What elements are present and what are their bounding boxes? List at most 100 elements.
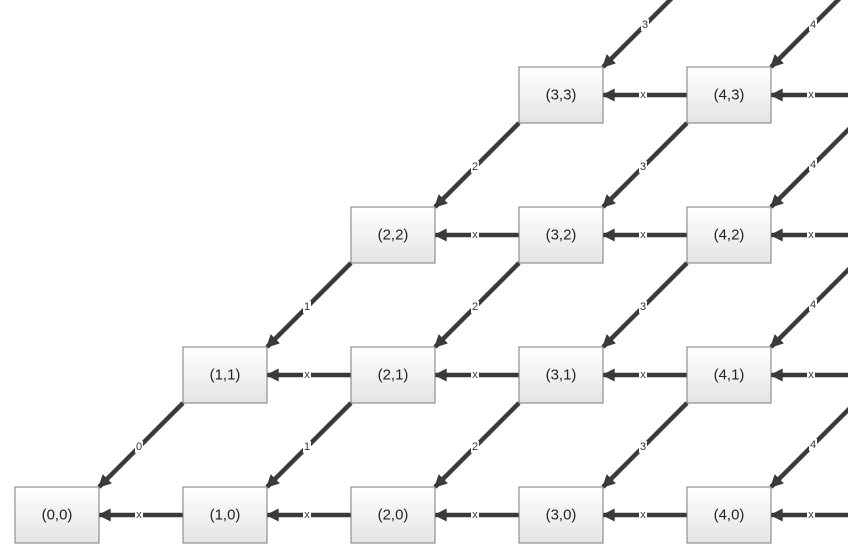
edge-diagonal: 1 bbox=[265, 261, 353, 349]
edge-label: 1 bbox=[304, 441, 310, 453]
edge-label: x bbox=[640, 89, 646, 101]
edge-label-background bbox=[809, 439, 817, 451]
node-label: (3,3) bbox=[546, 87, 577, 104]
edge-label: 4 bbox=[810, 439, 816, 451]
edge-horizontal: x bbox=[769, 88, 848, 102]
edge-label-background bbox=[471, 301, 479, 313]
edge-label-background bbox=[639, 229, 647, 241]
edge-label-background bbox=[807, 509, 815, 521]
edge-label: 1 bbox=[304, 301, 310, 313]
grid-node: (4,3) bbox=[686, 66, 772, 124]
grid-node: (2,1) bbox=[350, 346, 436, 404]
node-box bbox=[686, 206, 772, 264]
edge-label-background bbox=[303, 369, 311, 381]
grid-node: (3,1) bbox=[518, 346, 604, 404]
node-box bbox=[350, 346, 436, 404]
edge-label: 2 bbox=[472, 441, 478, 453]
edge-label-background bbox=[471, 229, 479, 241]
edge-label: x bbox=[304, 369, 310, 381]
node-label: (2,1) bbox=[378, 367, 409, 384]
edge-label-background bbox=[303, 301, 311, 313]
edge-diagonal: 1 bbox=[265, 401, 353, 489]
node-box bbox=[686, 346, 772, 404]
edge-label-background bbox=[471, 161, 479, 173]
grid-node: (1,1) bbox=[182, 346, 268, 404]
edge-horizontal: x bbox=[769, 508, 848, 522]
node-box bbox=[686, 486, 772, 544]
edge-label: x bbox=[640, 509, 646, 521]
edge-arrow bbox=[601, 0, 674, 69]
grid-node: (2,0) bbox=[350, 486, 436, 544]
edge-label-background bbox=[471, 369, 479, 381]
edge-label-background bbox=[135, 509, 143, 521]
edge-label: x bbox=[304, 509, 310, 521]
grid-node: (4,1) bbox=[686, 346, 772, 404]
edge-label: 4 bbox=[810, 19, 816, 31]
edge-horizontal: x bbox=[265, 508, 351, 522]
edge-label-background bbox=[639, 369, 647, 381]
edge-label-background bbox=[809, 19, 817, 31]
grid-node: (3,0) bbox=[518, 486, 604, 544]
node-label: (0,0) bbox=[42, 507, 73, 524]
edge-label-background bbox=[807, 369, 815, 381]
edge-diagonal: 3 bbox=[601, 0, 674, 69]
edge-label: 4 bbox=[810, 299, 816, 311]
node-label: (4,0) bbox=[714, 507, 745, 524]
edge-horizontal: x bbox=[433, 368, 519, 382]
node-label: (4,1) bbox=[714, 367, 745, 384]
edge-label-background bbox=[471, 509, 479, 521]
edge-label-background bbox=[639, 301, 647, 313]
nodes-layer: (0,0) (1,0) (2,0) (3,0) (4,0) (1,1) (2,1) (3,1)… bbox=[14, 66, 772, 544]
edge-horizontal: x bbox=[601, 228, 687, 242]
node-label: (4,2) bbox=[714, 227, 745, 244]
edge-diagonal: 3 bbox=[601, 261, 689, 349]
node-label: (3,0) bbox=[546, 507, 577, 524]
edge-diagonal: 2 bbox=[433, 121, 521, 209]
edge-diagonal: 4 bbox=[769, 406, 848, 489]
edge-arrow bbox=[769, 0, 842, 69]
edge-label: x bbox=[808, 229, 814, 241]
edge-label-background bbox=[639, 89, 647, 101]
node-label: (1,1) bbox=[210, 367, 241, 384]
edge-diagonal: 3 bbox=[601, 401, 689, 489]
node-box bbox=[182, 346, 268, 404]
edge-label: x bbox=[640, 369, 646, 381]
edge-horizontal: x bbox=[601, 508, 687, 522]
grid-node: (4,0) bbox=[686, 486, 772, 544]
edge-horizontal: x bbox=[601, 368, 687, 382]
edge-label: 4 bbox=[810, 159, 816, 171]
edge-label: 3 bbox=[642, 19, 648, 31]
edge-label-background bbox=[807, 89, 815, 101]
node-box bbox=[518, 486, 604, 544]
edge-label-background bbox=[471, 441, 479, 453]
edge-diagonal: 4 bbox=[769, 0, 842, 69]
edge-label: 3 bbox=[640, 301, 646, 313]
edge-horizontal: x bbox=[433, 228, 519, 242]
edge-label-background bbox=[641, 19, 649, 31]
node-label: (2,0) bbox=[378, 507, 409, 524]
edge-label-background bbox=[135, 441, 143, 453]
node-label: (4,3) bbox=[714, 87, 745, 104]
node-box bbox=[14, 486, 100, 544]
edge-diagonal: 2 bbox=[433, 261, 521, 349]
edge-label: x bbox=[472, 509, 478, 521]
edge-diagonal: 4 bbox=[769, 126, 848, 209]
node-box bbox=[182, 486, 268, 544]
edge-label: x bbox=[808, 89, 814, 101]
node-box bbox=[350, 206, 436, 264]
edge-label: x bbox=[808, 369, 814, 381]
grid-node: (2,2) bbox=[350, 206, 436, 264]
edge-label: x bbox=[472, 369, 478, 381]
edge-diagonal: 4 bbox=[769, 266, 848, 349]
edge-label-background bbox=[809, 299, 817, 311]
node-box bbox=[350, 486, 436, 544]
grid-node: (1,0) bbox=[182, 486, 268, 544]
grid-node: (3,2) bbox=[518, 206, 604, 264]
edge-horizontal: x bbox=[265, 368, 351, 382]
edge-label: x bbox=[808, 509, 814, 521]
edge-horizontal: x bbox=[433, 508, 519, 522]
edge-label-background bbox=[639, 161, 647, 173]
edge-label: 0 bbox=[136, 441, 142, 453]
